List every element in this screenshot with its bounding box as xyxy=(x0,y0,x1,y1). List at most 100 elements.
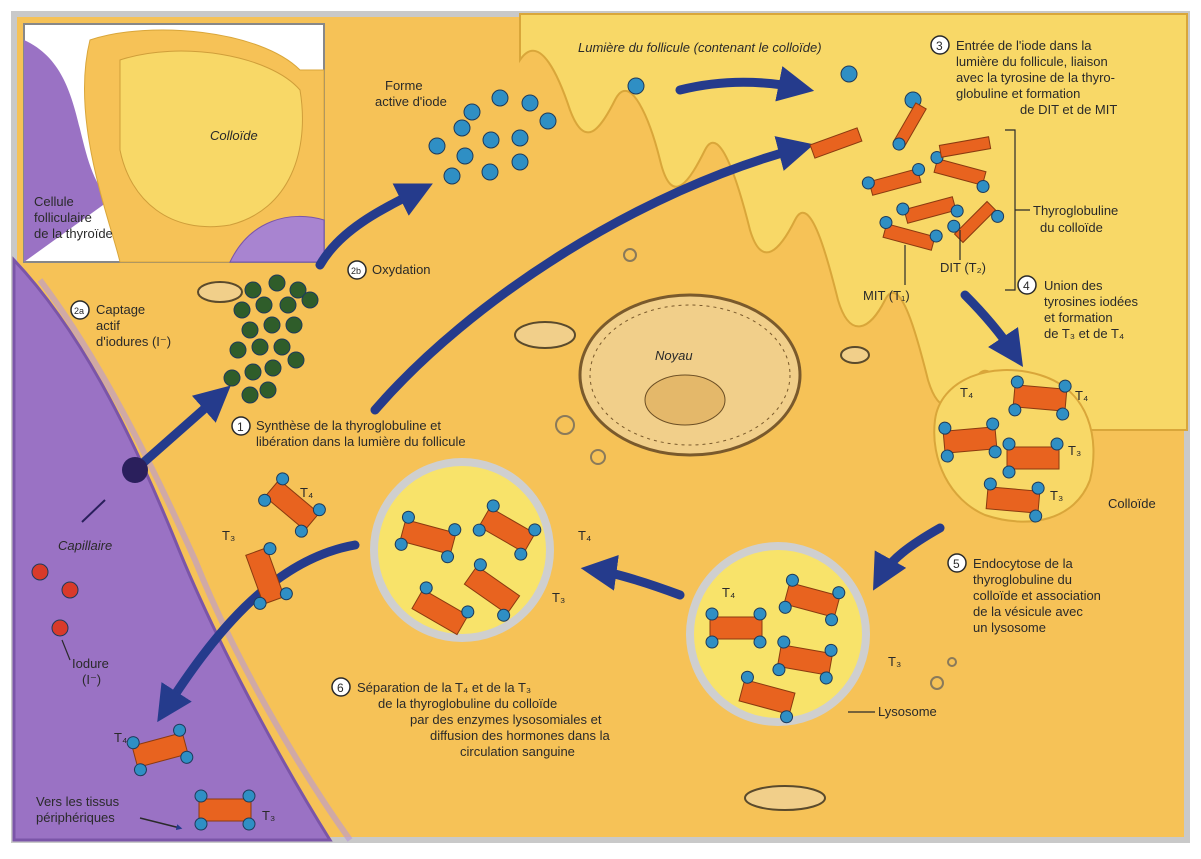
iodine-dot xyxy=(429,138,445,154)
step5-label-3: colloïde et association xyxy=(973,588,1101,603)
blood-iodide-dot xyxy=(52,620,68,636)
iodide-dot xyxy=(230,342,246,358)
step-4-number: 4 xyxy=(1023,279,1030,293)
iodine-bound-dot xyxy=(243,818,255,830)
iodure-label-1: Iodure xyxy=(72,656,109,671)
t4-label-lyso-left: T₄ xyxy=(578,528,591,543)
iodine-bound-dot xyxy=(986,417,999,430)
step3-label-1: Entrée de l'iode dans la xyxy=(956,38,1092,53)
iodine-bound-dot xyxy=(1011,375,1024,388)
colloide-right-label: Colloïde xyxy=(1108,496,1156,511)
iodide-dot xyxy=(224,370,240,386)
iodine-bound-dot xyxy=(195,790,207,802)
step6-label-5: circulation sanguine xyxy=(460,744,575,759)
thyro-label-1: Thyroglobuline xyxy=(1033,203,1118,218)
t4-label-free-1: T₄ xyxy=(300,485,313,500)
iodine-dot xyxy=(457,148,473,164)
iodide-dot xyxy=(265,360,281,376)
iodine-bound-dot xyxy=(989,445,1002,458)
t3-label-free-1: T₃ xyxy=(222,528,235,543)
step4-label-4: de T₃ et de T₄ xyxy=(1044,326,1124,341)
t4-label-vesicle-2: T₄ xyxy=(1075,388,1088,403)
t3-label-vesicle-1: T₃ xyxy=(1068,443,1081,458)
iodine-bound-dot xyxy=(1029,510,1042,523)
iodine-bound-dot xyxy=(243,790,255,802)
iodide-pump xyxy=(122,457,148,483)
iodide-dot xyxy=(245,282,261,298)
inset-colloide-label: Colloïde xyxy=(210,128,258,143)
capillaire-label: Capillaire xyxy=(58,538,112,553)
lumiere-label: Lumière du follicule (contenant le collo… xyxy=(578,40,822,55)
iodide-dot xyxy=(264,317,280,333)
t3-label-lyso-right: T₃ xyxy=(888,654,901,669)
t3-label-blood: T₃ xyxy=(262,808,275,823)
step4-label-1: Union des xyxy=(1044,278,1103,293)
captage-label-3: d'iodures (I⁻) xyxy=(96,334,171,349)
step6-label-2: de la thyroglobuline du colloïde xyxy=(378,696,557,711)
iodure-label-2: (I⁻) xyxy=(82,672,101,687)
iodide-dot xyxy=(280,297,296,313)
iodine-dot xyxy=(540,113,556,129)
step6-label-3: par des enzymes lysosomiales et xyxy=(410,712,602,727)
iodide-dot xyxy=(286,317,302,333)
thyroglobulin-bar-body xyxy=(1013,385,1067,411)
iodine-bound-dot xyxy=(1008,403,1021,416)
iodine-dot xyxy=(522,95,538,111)
vers-label-2: périphériques xyxy=(36,810,115,825)
iodine-dot xyxy=(492,90,508,106)
forme-label-1: Forme xyxy=(385,78,423,93)
iodine-dot xyxy=(454,120,470,136)
step3-label-3: avec la tyrosine de la thyro- xyxy=(956,70,1115,85)
step-5-number: 5 xyxy=(953,557,960,571)
noyau-label: Noyau xyxy=(655,348,693,363)
thyroglobulin-bar-body xyxy=(1007,447,1059,469)
lysosome-label: Lysosome xyxy=(878,704,937,719)
iodine-dot xyxy=(841,66,857,82)
t3-label-vesicle-2: T₃ xyxy=(1050,488,1063,503)
iodide-dot xyxy=(269,275,285,291)
thyro-label-2: du colloïde xyxy=(1040,220,1103,235)
iodine-dot xyxy=(464,104,480,120)
step3-label-4: globuline et formation xyxy=(956,86,1080,101)
iodine-bound-dot xyxy=(195,818,207,830)
step4-label-3: et formation xyxy=(1044,310,1113,325)
step4-label-2: tyrosines iodées xyxy=(1044,294,1138,309)
iodine-bound-dot xyxy=(1003,438,1015,450)
iodine-bound-dot xyxy=(1032,482,1045,495)
iodine-dot xyxy=(512,130,528,146)
blood-iodide-dot xyxy=(62,582,78,598)
iodine-bound-dot xyxy=(984,477,997,490)
iodine-dot xyxy=(628,78,644,94)
step-3-number: 3 xyxy=(936,39,943,53)
thyroglobulin-bar-body xyxy=(943,427,997,453)
mit-label: MIT (T₁) xyxy=(863,288,910,303)
t4-label-lyso-right: T₄ xyxy=(722,585,735,600)
iodine-dot xyxy=(482,164,498,180)
step6-label-4: diffusion des hormones dans la xyxy=(430,728,610,743)
iodide-dot xyxy=(274,339,290,355)
step1-label-2: libération dans la lumière du follicule xyxy=(256,434,466,449)
iodine-dot xyxy=(483,132,499,148)
cellule-label-1: Cellule xyxy=(34,194,74,209)
step5-label-2: thyroglobuline du xyxy=(973,572,1072,587)
iodide-dot xyxy=(302,292,318,308)
nucleus: Noyau xyxy=(580,295,800,455)
step5-label-4: de la vésicule avec xyxy=(973,604,1083,619)
thyroglobulin-bar-body xyxy=(710,617,762,639)
t3-label-lyso-left: T₃ xyxy=(552,590,565,605)
iodine-bound-dot xyxy=(1059,380,1072,393)
forme-label-2: active d'iode xyxy=(375,94,447,109)
iodide-dot xyxy=(245,364,261,380)
iodine-bound-dot xyxy=(1003,466,1015,478)
step5-label-1: Endocytose de la xyxy=(973,556,1074,571)
iodide-dot xyxy=(242,387,258,403)
iodine-bound-dot xyxy=(706,608,718,620)
step1-label-1: Synthèse de la thyroglobuline et xyxy=(256,418,441,433)
step-2a-number: 2a xyxy=(74,306,84,316)
step5-label-5: un lysosome xyxy=(973,620,1046,635)
iodine-bound-dot xyxy=(1051,438,1063,450)
vers-label-1: Vers les tissus xyxy=(36,794,120,809)
blood-iodide-dot xyxy=(32,564,48,580)
t4-label-vesicle-1: T₄ xyxy=(960,385,973,400)
cellule-label-3: de la thyroïde xyxy=(34,226,113,241)
